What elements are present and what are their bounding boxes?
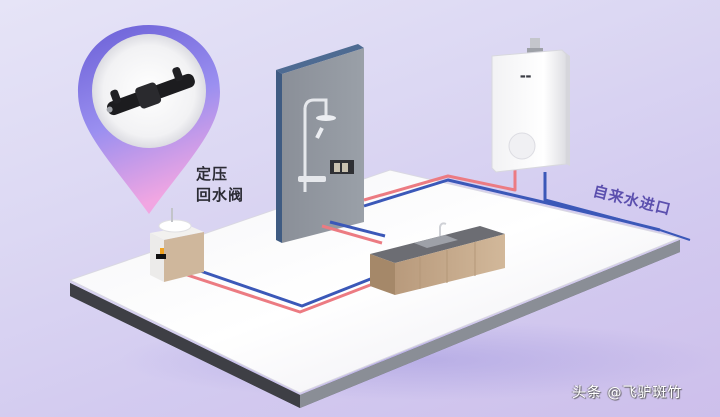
pressure-return-valve-icon [156, 254, 166, 259]
valve-handle [160, 248, 164, 254]
watermark: 头条 @飞驴斑竹 [572, 385, 683, 401]
kitchen-sink [414, 235, 458, 248]
hot-water-pipe [363, 168, 517, 202]
valve-label-line1: 定压 [196, 165, 229, 183]
bathroom-basin [150, 208, 204, 282]
heater-logo: ▬▬ [520, 73, 532, 80]
pressure-return-valve-product [106, 67, 195, 116]
shower-head-icon [316, 115, 336, 121]
map-pin-marker [78, 25, 220, 214]
valve-label-line2: 回水阀 [196, 186, 245, 204]
heater-dial-icon [508, 132, 536, 160]
water-heater: ▬▬ [491, 38, 570, 173]
shower-wall [276, 44, 364, 243]
kitchen-island [370, 222, 505, 295]
faucet-icon [439, 222, 447, 236]
pressure-return-valve-label: 定压 回水阀 [196, 164, 244, 206]
